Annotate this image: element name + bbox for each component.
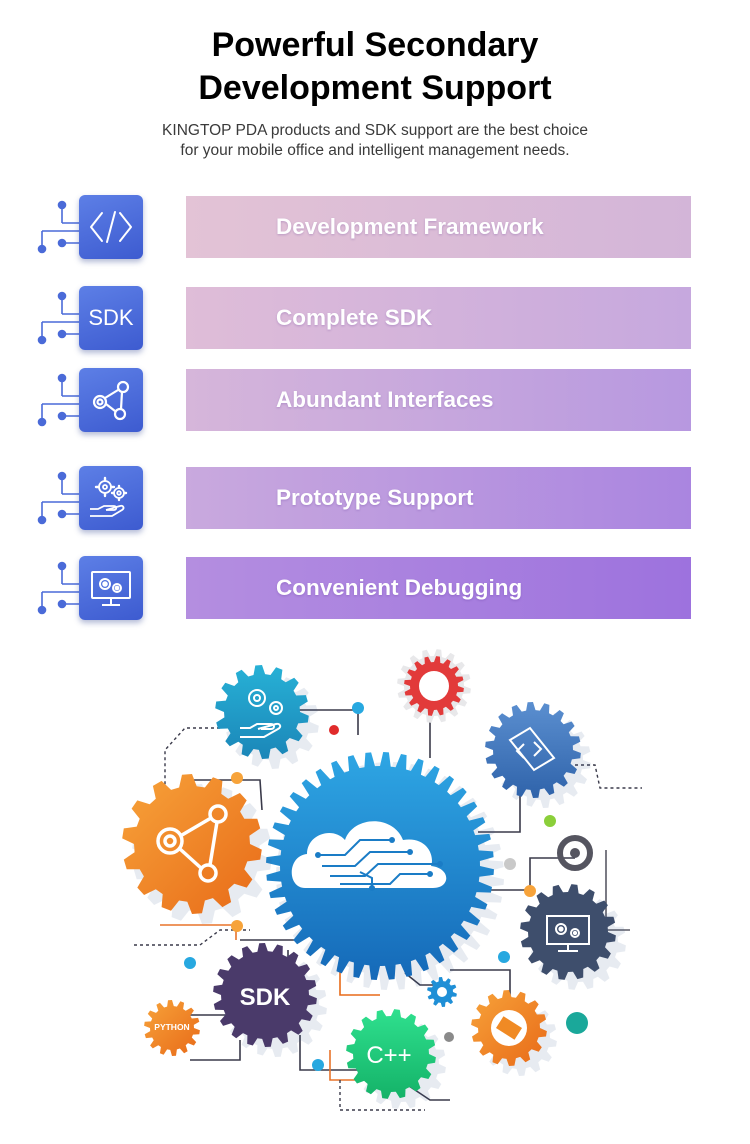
share-nodes-icon <box>79 368 143 432</box>
feature-label: Complete SDK <box>276 305 433 330</box>
feature-row-convenient-debugging: Convenient Debugging <box>34 556 694 622</box>
title-line-1: Powerful Secondary <box>211 26 539 64</box>
monitor-gears-icon <box>546 915 590 952</box>
feature-label: Convenient Debugging <box>276 575 523 600</box>
gear-sdk <box>213 943 327 1057</box>
gear-cpp-label: C++ <box>366 1042 411 1069</box>
page-title: Powerful Secondary Development Support <box>0 24 750 110</box>
gear-orange-ring-inner <box>496 1016 522 1040</box>
gear-sdk-label: SDK <box>240 984 291 1011</box>
title-line-2: Development Support <box>198 69 552 107</box>
feature-bar: Complete SDK <box>186 287 691 349</box>
feature-bar: Prototype Support <box>186 467 691 529</box>
feature-bar: Development Framework <box>186 196 691 258</box>
gears-hand-icon <box>240 689 283 738</box>
feature-row-prototype-support: Prototype Support <box>34 466 694 532</box>
gear-teal <box>215 665 319 769</box>
gear-dark-monitor <box>520 884 626 990</box>
decor-dots <box>184 702 593 1071</box>
feature-row-abundant-interfaces: Abundant Interfaces <box>34 368 694 434</box>
feature-row-development-framework: Development Framework <box>34 195 694 261</box>
gears-hand-icon <box>79 466 143 530</box>
circuit-connector <box>37 373 82 427</box>
gear-steel <box>485 702 591 808</box>
sdk-icon: SDK <box>79 286 143 350</box>
sdk-icon-text: SDK <box>88 305 134 330</box>
gears-illustration: SDK C++ PYTHON <box>122 649 642 1111</box>
circuit-connector <box>37 471 82 525</box>
gear-orange <box>122 774 272 924</box>
feature-row-complete-sdk: SDK Complete SDK <box>34 286 694 352</box>
subtitle-line-2: for your mobile office and intelligent m… <box>180 142 570 159</box>
cloud-circuit-icon <box>291 821 447 891</box>
subtitle-line-1: KINGTOP PDA products and SDK support are… <box>162 122 588 139</box>
gear-python-label: PYTHON <box>154 1022 189 1032</box>
page-subtitle: KINGTOP PDA products and SDK support are… <box>0 121 750 161</box>
dashed-lines <box>134 727 642 1111</box>
feature-bar: Convenient Debugging <box>186 557 691 619</box>
share-nodes-icon <box>156 804 228 883</box>
circuit-connector <box>37 200 82 254</box>
gear-red-inner <box>404 656 464 716</box>
code-brackets-icon <box>508 726 556 772</box>
circuit-connector <box>37 291 82 345</box>
feature-label: Abundant Interfaces <box>276 387 494 412</box>
monitor-gears-icon <box>79 556 143 620</box>
code-brackets-icon <box>79 195 143 259</box>
gear-small-blue <box>427 977 457 1007</box>
circuit-connector <box>37 561 82 615</box>
gear-python <box>144 1000 200 1056</box>
feature-label: Development Framework <box>276 214 544 239</box>
feature-bar: Abundant Interfaces <box>186 369 691 431</box>
feature-label: Prototype Support <box>276 485 474 510</box>
gear-cpp <box>346 1009 446 1109</box>
